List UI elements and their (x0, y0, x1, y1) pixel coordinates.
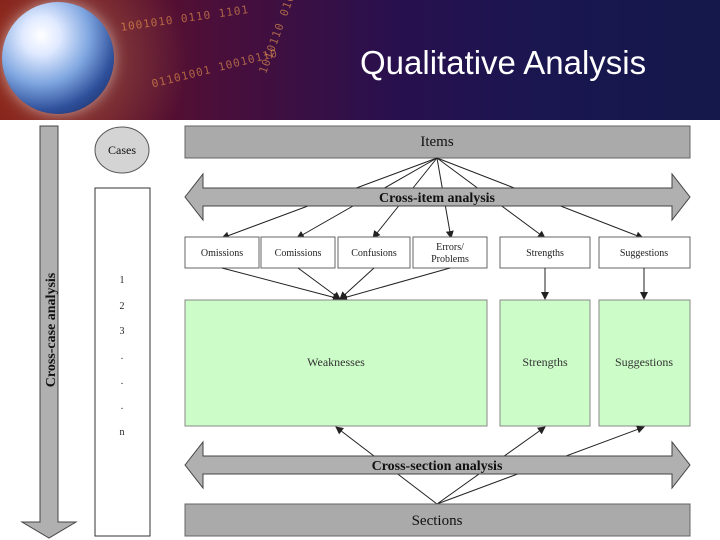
case-number: . (121, 401, 124, 412)
category-omissions (184, 236, 260, 269)
slide-title: Qualitative Analysis (360, 44, 647, 81)
region-label: Strengths (522, 355, 568, 369)
cross-section-arrow (184, 440, 691, 490)
cross-item-arrow (184, 172, 691, 222)
globe-image (2, 2, 114, 114)
case-number: n (120, 427, 125, 438)
sections-bar (184, 503, 691, 537)
title-banner: 1001010 0110 1101 01101001 10010110 1010… (0, 0, 720, 120)
category-label: Strengths (526, 248, 564, 259)
category-label: Confusions (351, 248, 397, 259)
binary-decoration: 1010110 01011 (256, 0, 303, 76)
category-confusions (337, 236, 411, 269)
cases-ellipse (94, 126, 150, 174)
category-label: Suggestions (620, 248, 668, 259)
case-number: . (121, 376, 124, 387)
flow-arrow (339, 267, 451, 301)
cross-section-label: Cross-section analysis (372, 459, 503, 474)
category-label: Omissions (201, 248, 243, 259)
cross-case-arrow (20, 125, 78, 539)
case-number: 1 (120, 275, 125, 286)
cases-label: Cases (108, 143, 136, 157)
flow-arrow (221, 267, 341, 302)
category-label: Errors/ (436, 242, 464, 253)
case-number: 3 (120, 326, 125, 337)
cross-case-label: Cross-case analysis (44, 272, 59, 387)
region-weaknesses (184, 299, 488, 427)
category-comissions (260, 236, 336, 269)
analysis-diagram: Cross-case analysis Cases 1 2 3 . . . n … (20, 125, 691, 539)
case-number: 2 (120, 301, 125, 312)
category-label: Problems (431, 254, 469, 265)
region-label: Weaknesses (307, 355, 365, 369)
region-strengths (499, 299, 591, 427)
category-strengths (499, 236, 591, 269)
items-bar (184, 125, 691, 159)
flow-arrow (297, 267, 341, 300)
region-suggestions (598, 299, 691, 427)
cases-list-box (94, 187, 151, 537)
region-label: Suggestions (615, 355, 673, 369)
sections-label: Sections (412, 513, 463, 529)
items-label: Items (420, 134, 453, 150)
cross-item-label: Cross-item analysis (379, 191, 496, 206)
category-errors-problems (412, 236, 488, 269)
category-label: Comissions (275, 248, 322, 259)
case-number: . (121, 351, 124, 362)
